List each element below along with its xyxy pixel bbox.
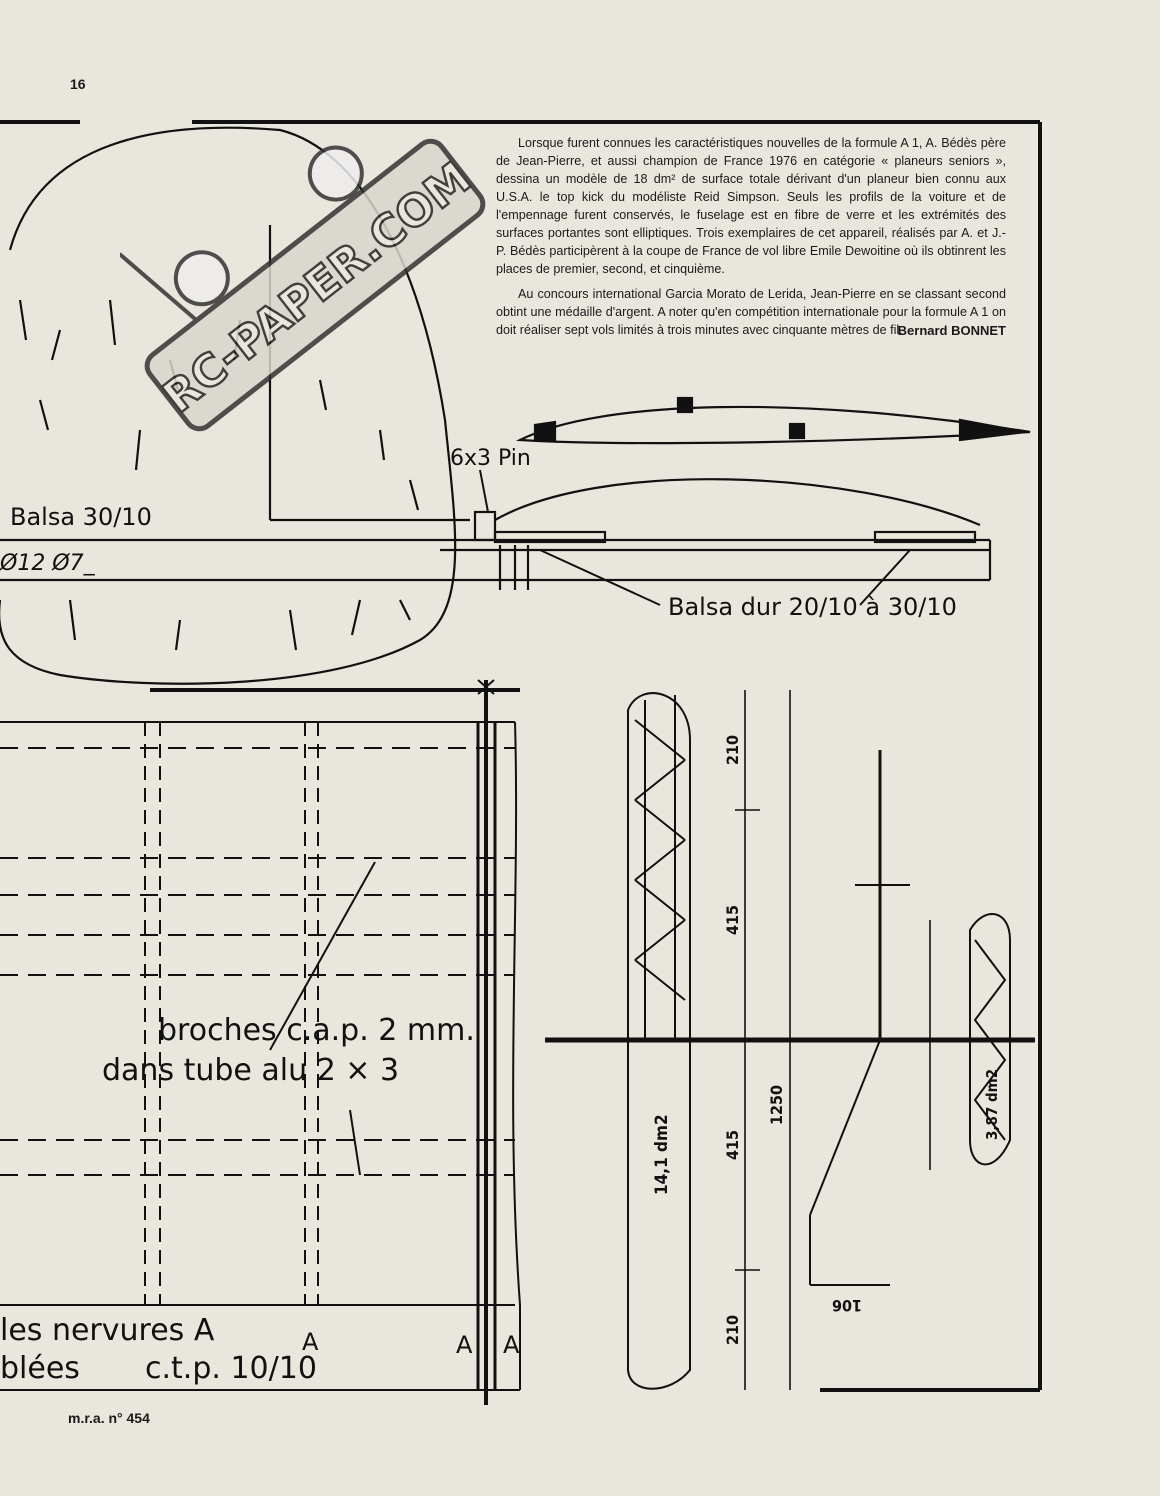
dim-106: 106 (832, 1296, 862, 1315)
article-author: Bernard BONNET (897, 323, 1006, 338)
article-text: Lorsque furent connues les caractéristiq… (496, 134, 1006, 340)
airfoil-profiles (440, 396, 1031, 590)
balsa-left-label: Balsa 30/10 (10, 503, 152, 531)
rib-a-label-3: A (503, 1331, 520, 1359)
dim-415-top: 415 (723, 905, 742, 935)
dim-1250: 1250 (767, 1085, 786, 1125)
wing-plan (0, 679, 521, 1405)
frame-lines (0, 120, 1042, 1392)
leader-arrows (269, 469, 911, 1176)
dim-415-bottom: 415 (723, 1130, 742, 1160)
balsa-dur-label: Balsa dur 20/10 à 30/10 (668, 593, 957, 621)
dim-210-top: 210 (723, 735, 742, 765)
rib-a-label-2: A (456, 1331, 473, 1359)
page-footer: m.r.a. n° 454 (68, 1410, 150, 1426)
pin-label: 6x3 Pin (450, 446, 531, 471)
diameter-label: Ø12 Ø7_ (0, 551, 96, 576)
rib-a-label-1: A (302, 1328, 319, 1356)
wing-area-label: 14,1 dm2 (652, 1114, 672, 1195)
ctp-label: c.t.p. 10/10 (145, 1351, 317, 1386)
tail-area-label: 3,87 dm2 (983, 1069, 1001, 1140)
nervures-label-2: blées (0, 1351, 80, 1386)
article-paragraph-1: Lorsque furent connues les caractéristiq… (496, 136, 1006, 276)
dimension-lines (735, 690, 931, 1390)
dim-210-bottom: 210 (723, 1315, 742, 1345)
article-paragraph-2: Au concours international Garcia Morato … (496, 287, 1006, 337)
broches-label-2: dans tube alu 2 × 3 (102, 1053, 399, 1088)
nervures-label-1: les nervures A (0, 1313, 215, 1348)
wing-panel-plan (545, 692, 1035, 1390)
page-number: 16 (70, 76, 86, 92)
broches-label-1: broches c.a.p. 2 mm. (158, 1013, 475, 1048)
